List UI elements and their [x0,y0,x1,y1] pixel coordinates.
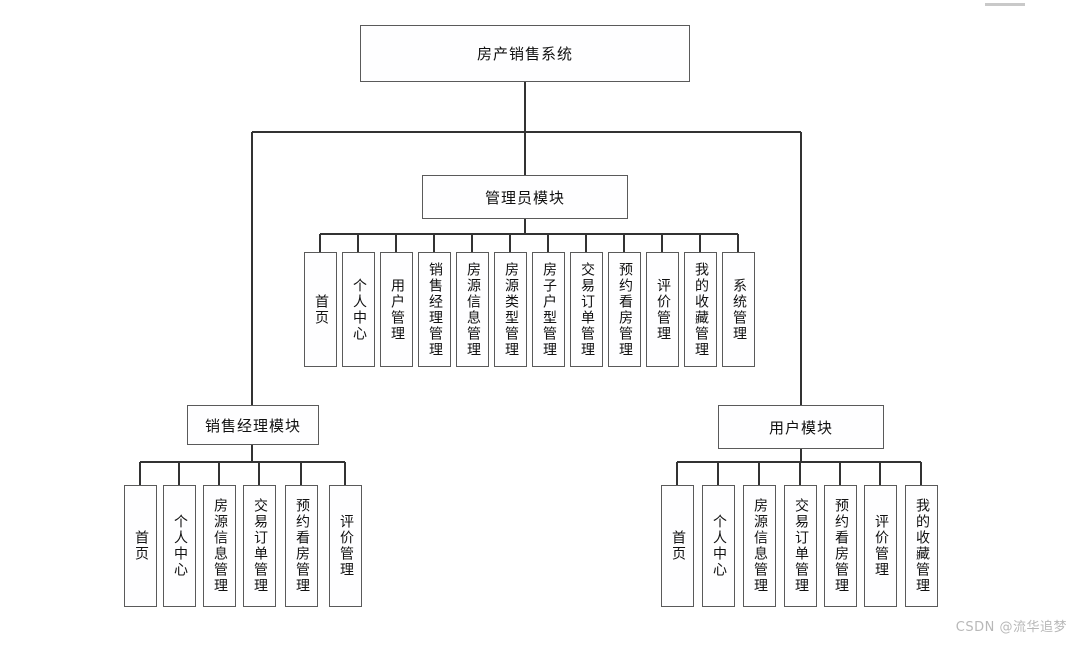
node-admin-child-listing-type-management[interactable]: 房源类型管理 [494,252,527,367]
node-admin-child-user-management[interactable]: 用户管理 [380,252,413,367]
node-label: 个人中心 [351,277,368,342]
node-label: 交易订单管理 [793,498,810,594]
node-label: 预约看房管理 [294,498,311,594]
node-admin-child-listing-info-management[interactable]: 房源信息管理 [456,252,489,367]
node-user-child-my-favorites-management[interactable]: 我的收藏管理 [905,485,938,607]
node-label: 预约看房管理 [617,261,634,358]
node-label: 评价管理 [655,277,672,342]
node-admin-child-transaction-order-management[interactable]: 交易订单管理 [570,252,603,367]
node-admin-child-review-management[interactable]: 评价管理 [646,252,679,367]
node-user-child-transaction-order-management[interactable]: 交易订单管理 [784,485,817,607]
node-label: 预约看房管理 [833,498,850,594]
node-label: 评价管理 [338,514,355,578]
node-label: 房源信息管理 [465,261,482,358]
node-sales-child-transaction-order-management[interactable]: 交易订单管理 [243,485,276,607]
node-label: 首页 [670,530,687,562]
node-label: 个人中心 [711,514,728,578]
node-module-admin[interactable]: 管理员模块 [422,175,628,219]
node-admin-child-home[interactable]: 首页 [304,252,337,367]
node-user-child-home[interactable]: 首页 [661,485,694,607]
node-label: 房源信息管理 [212,498,229,594]
node-label: 个人中心 [172,514,189,578]
node-label: 房源类型管理 [503,261,520,358]
node-label: 用户管理 [389,277,406,342]
node-user-child-review-management[interactable]: 评价管理 [864,485,897,607]
node-module-user[interactable]: 用户模块 [718,405,884,449]
top-right-artifact [985,3,1025,6]
watermark-text: CSDN @流华追梦 [955,620,1067,635]
node-label: 交易订单管理 [579,261,596,358]
node-sales-child-listing-info-management[interactable]: 房源信息管理 [203,485,236,607]
node-admin-child-personal-center[interactable]: 个人中心 [342,252,375,367]
node-sales-child-personal-center[interactable]: 个人中心 [163,485,196,607]
node-admin-child-system-management[interactable]: 系统管理 [722,252,755,367]
node-label: 我的收藏管理 [693,261,710,358]
node-sales-child-viewing-appointment-management[interactable]: 预约看房管理 [285,485,318,607]
node-module-sales-manager[interactable]: 销售经理模块 [187,405,319,445]
node-admin-child-viewing-appointment-management[interactable]: 预约看房管理 [608,252,641,367]
node-label: 系统管理 [731,277,748,342]
node-module-sales-manager-label: 销售经理模块 [204,416,301,435]
node-root-label: 房产销售系统 [476,45,573,63]
node-label: 销售经理管理 [427,261,444,358]
node-admin-child-my-favorites-management[interactable]: 我的收藏管理 [684,252,717,367]
node-label: 房子户型管理 [541,261,558,358]
node-user-child-listing-info-management[interactable]: 房源信息管理 [743,485,776,607]
node-module-user-label: 用户模块 [768,418,833,437]
node-root-system[interactable]: 房产销售系统 [360,25,690,82]
node-admin-child-sales-manager-management[interactable]: 销售经理管理 [418,252,451,367]
node-label: 首页 [313,293,330,326]
node-label: 首页 [133,530,150,562]
node-module-admin-label: 管理员模块 [484,188,565,207]
node-label: 房源信息管理 [752,498,769,594]
node-user-child-viewing-appointment-management[interactable]: 预约看房管理 [824,485,857,607]
node-admin-child-house-layout-management[interactable]: 房子户型管理 [532,252,565,367]
node-user-child-personal-center[interactable]: 个人中心 [702,485,735,607]
node-label: 我的收藏管理 [914,498,931,594]
node-label: 评价管理 [873,514,890,578]
node-label: 交易订单管理 [252,498,269,594]
node-sales-child-review-management[interactable]: 评价管理 [329,485,362,607]
node-sales-child-home[interactable]: 首页 [124,485,157,607]
